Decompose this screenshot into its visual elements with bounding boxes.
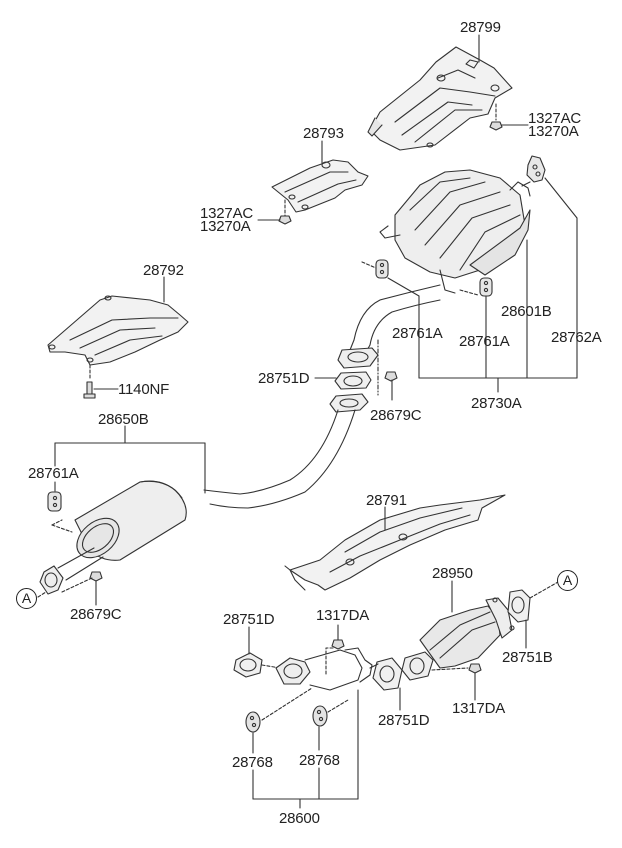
- part-label-28730a[interactable]: 28730A: [471, 395, 522, 412]
- part-label-28761a-rear-1[interactable]: 28761A: [392, 325, 443, 342]
- hanger-rubber-1-shape: [245, 711, 261, 733]
- nut-center-shape: [278, 215, 292, 225]
- hanger-bracket-shape: [526, 155, 546, 183]
- hanger-a-shape: [375, 259, 389, 279]
- part-label-28762a[interactable]: 28762A: [551, 329, 602, 346]
- part-label-13270a-rear[interactable]: 13270A: [528, 123, 579, 140]
- nut-center-flange-shape: [384, 371, 398, 382]
- hanger-b-shape: [479, 277, 493, 297]
- part-label-28792[interactable]: 28792: [143, 262, 184, 279]
- part-label-28768-2[interactable]: 28768: [299, 752, 340, 769]
- heat-protector-front-shape: [47, 295, 189, 366]
- connector-a-left[interactable]: A: [16, 588, 37, 609]
- nut-converter-shape: [468, 663, 482, 674]
- part-label-28950[interactable]: 28950: [432, 565, 473, 582]
- part-label-1327ac-rear[interactable]: 1327AC: [528, 110, 582, 127]
- part-label-28768-1[interactable]: 28768: [232, 754, 273, 771]
- gasket-front-shape: [233, 652, 263, 678]
- part-label-1317da-converter[interactable]: 1317DA: [452, 700, 506, 717]
- gasket-center-shape: [334, 371, 372, 390]
- part-label-28799[interactable]: 28799: [460, 19, 501, 36]
- part-label-28751d-converter[interactable]: 28751D: [378, 712, 430, 729]
- connector-a-right[interactable]: A: [557, 570, 578, 591]
- part-label-28751d-front[interactable]: 28751D: [223, 611, 275, 628]
- gasket-converter-rear-shape: [507, 589, 531, 623]
- center-pipe-upper: [203, 409, 339, 495]
- hanger-center-shape: [47, 491, 62, 512]
- part-label-1140nf[interactable]: 1140NF: [118, 381, 170, 398]
- nut-front-pipe-shape: [331, 639, 345, 650]
- nut-rear-shape: [489, 121, 503, 131]
- bracket-28730a: [387, 177, 578, 393]
- part-label-28791[interactable]: 28791: [366, 492, 407, 509]
- part-label-13270a-center[interactable]: 13270A: [200, 218, 251, 235]
- center-muffler-inlet-pipe: [39, 547, 104, 595]
- rear-muffler-shape: [379, 169, 531, 294]
- hanger-rubber-2-shape: [312, 705, 328, 727]
- catalytic-converter-shape: [419, 597, 515, 669]
- part-label-28751b[interactable]: 28751B: [502, 649, 553, 666]
- part-label-28761a-rear-2[interactable]: 28761A: [459, 333, 510, 350]
- bracket-28600: [252, 689, 359, 809]
- part-label-28679c-front[interactable]: 28679C: [70, 606, 122, 623]
- center-pipe-flange: [329, 393, 369, 413]
- part-label-1327ac-center[interactable]: 1327AC: [200, 205, 254, 222]
- gasket-converter-front-shape: [372, 657, 403, 691]
- bolt-shape: [83, 381, 96, 399]
- part-label-1317da-front[interactable]: 1317DA: [316, 607, 370, 624]
- rear-pipe-flange: [337, 347, 379, 369]
- front-pipe-shape: [275, 647, 379, 691]
- rear-pipe-upper: [349, 284, 441, 351]
- nut-front-flange-shape: [89, 571, 103, 582]
- rear-pipe-lower: [365, 299, 441, 353]
- part-label-28761a-center[interactable]: 28761A: [28, 465, 79, 482]
- heat-protector-underbody-shape: [284, 494, 506, 591]
- center-muffler-shape: [74, 480, 187, 561]
- converter-front-flange: [401, 651, 434, 681]
- part-label-28793[interactable]: 28793: [303, 125, 344, 142]
- heat-protector-rear-shape: [367, 46, 513, 151]
- bracket-28650b: [54, 425, 206, 494]
- center-pipe-lower: [209, 409, 356, 509]
- part-label-28650b[interactable]: 28650B: [98, 411, 149, 428]
- part-label-28751d-center[interactable]: 28751D: [258, 370, 310, 387]
- part-label-28601b[interactable]: 28601B: [501, 303, 552, 320]
- part-label-28600[interactable]: 28600: [279, 810, 320, 827]
- heat-protector-center-shape: [271, 159, 369, 213]
- part-label-28679c-center[interactable]: 28679C: [370, 407, 422, 424]
